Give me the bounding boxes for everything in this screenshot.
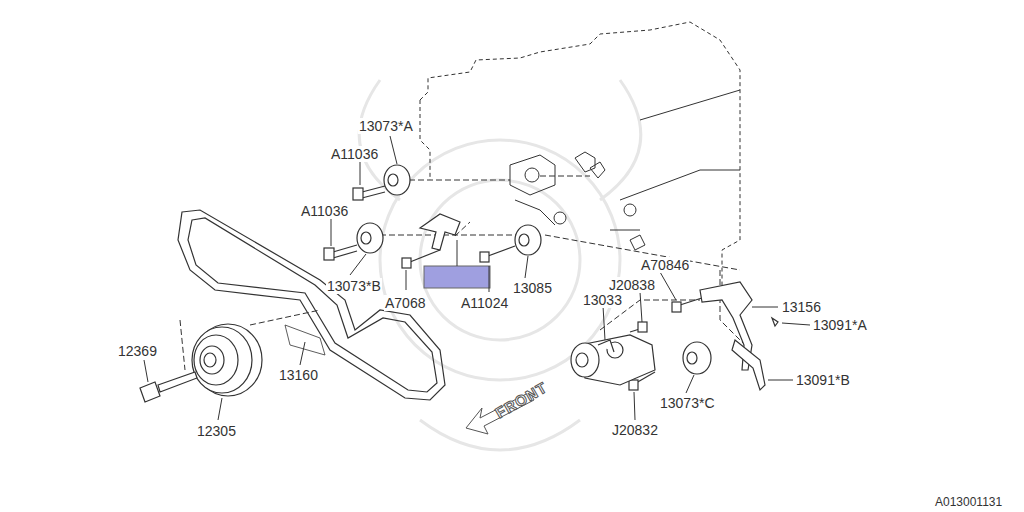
idlers bbox=[357, 165, 711, 374]
callout-number: A7068 bbox=[384, 295, 426, 311]
callout-number: 13073*C bbox=[659, 395, 716, 411]
front-marker: FRONT bbox=[492, 379, 551, 422]
callout-number: A11036 bbox=[330, 146, 379, 162]
callout-number: 13156 bbox=[781, 299, 822, 315]
crank-pulley bbox=[192, 324, 262, 396]
figure-code: A013001131 bbox=[934, 494, 1003, 510]
callout-number: 12369 bbox=[117, 343, 158, 359]
callout-number: A70846 bbox=[640, 257, 690, 273]
callout-number: 13073*B bbox=[326, 278, 382, 294]
callout-number: J20832 bbox=[611, 422, 659, 438]
highlight-box bbox=[424, 266, 490, 288]
crank-bolt bbox=[140, 372, 197, 402]
cover-parts bbox=[700, 282, 778, 390]
dashed-guides bbox=[180, 176, 745, 370]
callout-number: 12305 bbox=[196, 423, 237, 439]
callout-number: A11024 bbox=[460, 295, 509, 311]
leader-lines bbox=[144, 136, 810, 420]
callout-number: 13085 bbox=[512, 280, 553, 296]
callout-number: 13091*A bbox=[812, 317, 868, 333]
callout-number: A11036 bbox=[300, 203, 349, 219]
callout-number: 13160 bbox=[278, 367, 319, 383]
engine-outline bbox=[420, 22, 740, 290]
timing-belt bbox=[178, 210, 445, 400]
callout-number: J20838 bbox=[608, 277, 656, 293]
tensioner bbox=[571, 335, 655, 385]
bolts bbox=[324, 186, 705, 390]
callout-number: 13033 bbox=[582, 292, 623, 308]
callout-number: 13091*B bbox=[795, 372, 851, 388]
bracket bbox=[420, 214, 460, 250]
callout-number: 13073*A bbox=[358, 118, 414, 134]
watermark bbox=[359, 80, 641, 450]
